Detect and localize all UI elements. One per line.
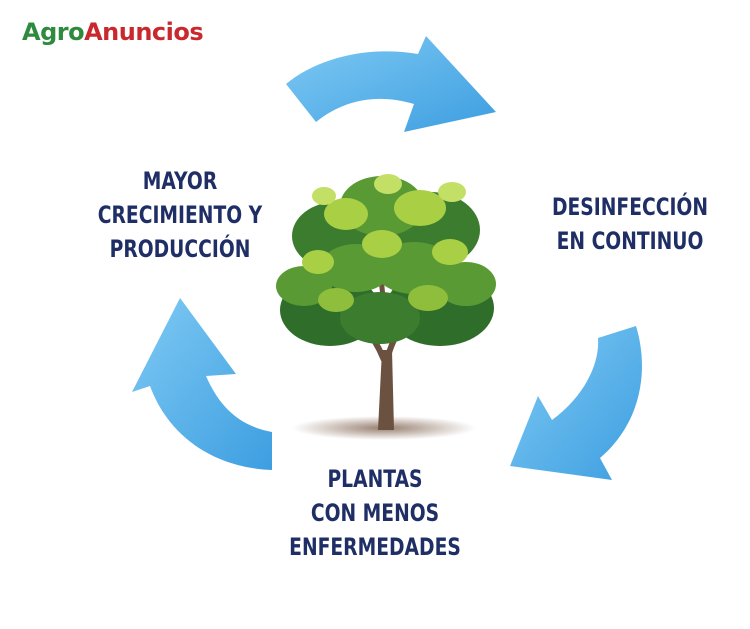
label-line: producción <box>109 235 251 263</box>
curved-arrow-right-icon <box>510 326 642 480</box>
label-mayor-crecimiento: Mayor crecimiento y producción <box>86 164 273 266</box>
label-desinfeccion: Desinfección en continuo <box>529 190 732 258</box>
logo-part-anuncios: Anuncios <box>84 18 204 46</box>
label-line: crecimiento y <box>97 201 263 229</box>
label-line: enfermedades <box>289 533 461 561</box>
curved-arrow-top-icon <box>286 36 496 132</box>
label-line: Plantas <box>327 465 423 493</box>
tree-icon <box>276 174 496 440</box>
logo-part-agro: Agro <box>22 18 85 46</box>
label-plantas: Plantas con menos enfermedades <box>281 462 468 564</box>
label-line: con menos <box>310 499 440 527</box>
label-line: Desinfección <box>551 193 709 221</box>
agroanuncios-logo[interactable]: AgroAnuncios <box>22 18 204 46</box>
curved-arrow-left-icon <box>132 298 272 470</box>
label-line: en continuo <box>556 227 704 255</box>
label-line: Mayor <box>142 167 218 195</box>
